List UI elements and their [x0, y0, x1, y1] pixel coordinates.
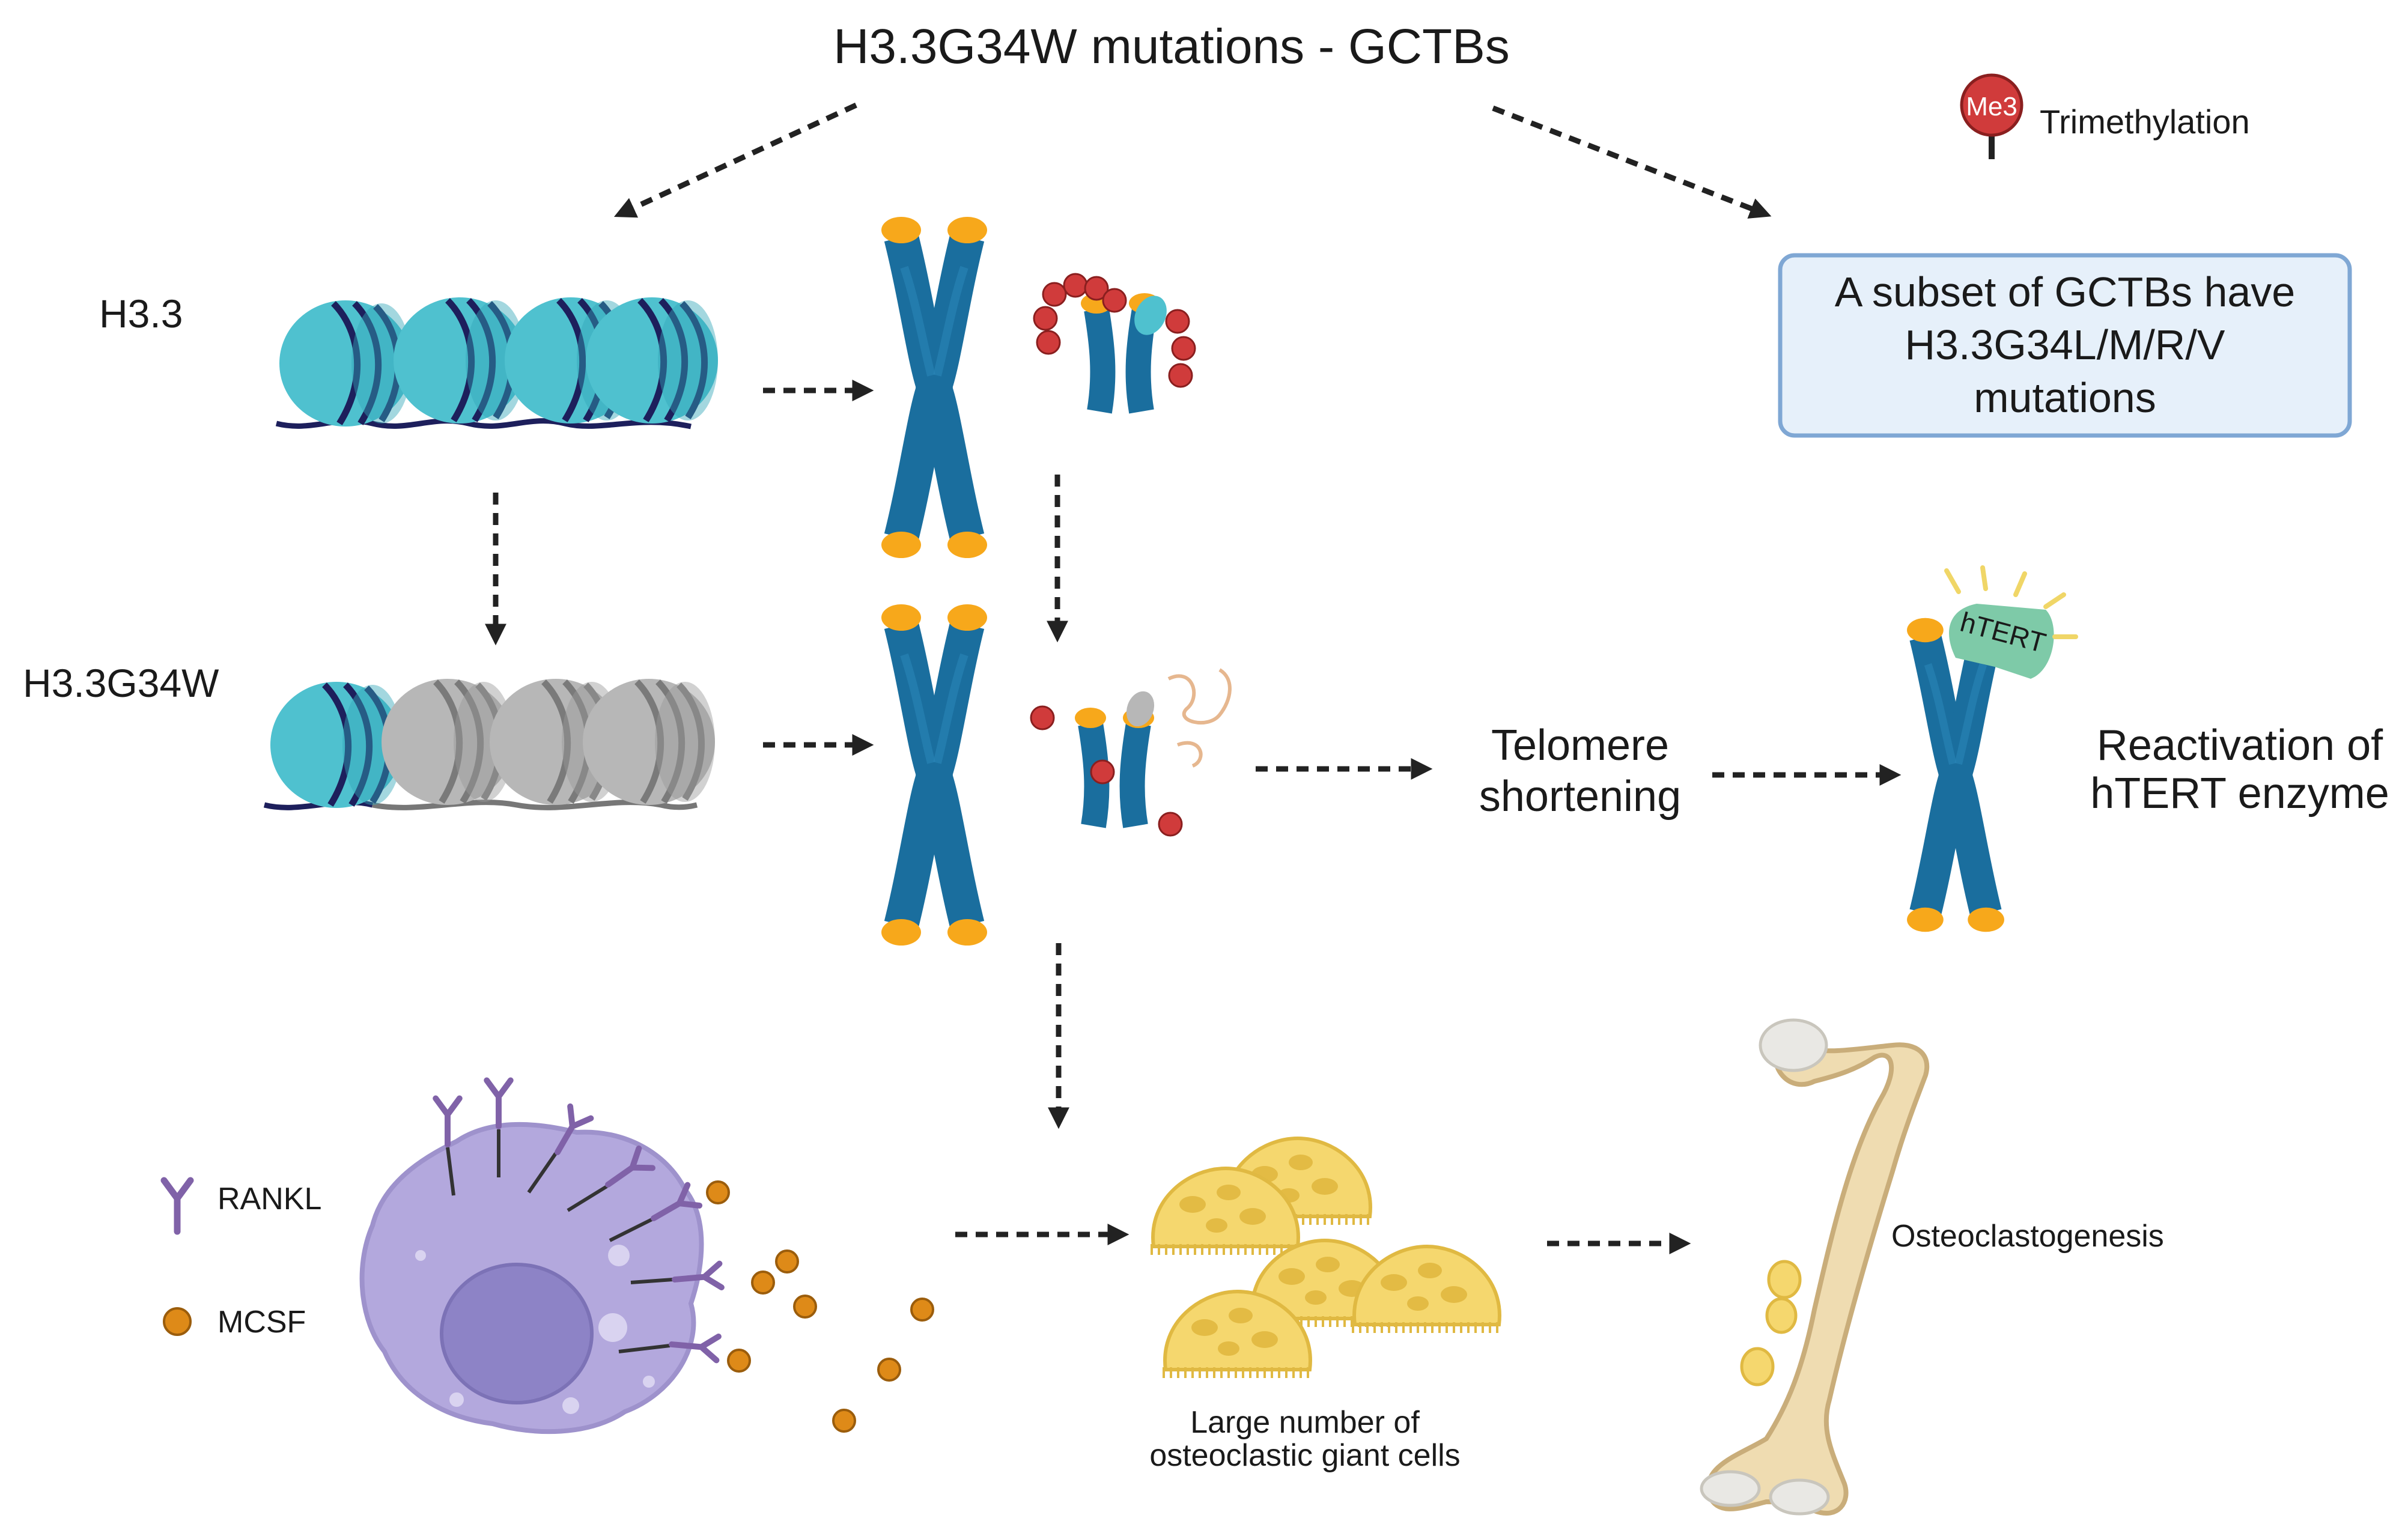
subset-line-3: mutations: [1974, 374, 2156, 421]
nucleosome-icon: [586, 297, 718, 424]
trimethylation-label: Trimethylation: [2040, 103, 2250, 141]
me3-icon: [1102, 288, 1127, 313]
arrow-title-to-subset: [1492, 105, 1772, 219]
nucleus: [440, 1263, 594, 1404]
htert-reactivation-label: Reactivation of hTERT enzyme: [2090, 721, 2389, 818]
svg-text:Reactivation of: Reactivation of: [2097, 721, 2383, 770]
me3-icon: [1033, 306, 1058, 331]
svg-text:osteoclastic giant cells: osteoclastic giant cells: [1149, 1438, 1460, 1473]
htert-chromosome-icon: hTERT: [1907, 565, 2078, 932]
bone-icon: [1700, 1018, 1930, 1516]
mcsf-legend: MCSF: [163, 1305, 306, 1340]
mcsf-icon: [163, 1307, 192, 1336]
mcsf-label: MCSF: [217, 1305, 306, 1340]
osteoclastogenesis-label: Osteoclastogenesis: [1891, 1219, 2164, 1254]
precursor-cell: [359, 1081, 722, 1434]
me3-icon: [1030, 705, 1055, 730]
giant-cells-label: Large number of osteoclastic giant cells: [1149, 1405, 1460, 1473]
me3-icon: [1168, 363, 1193, 388]
trimethylation-legend: Me3 Trimethylation: [1960, 73, 2250, 159]
telomere-shortening-label: Telomere shortening: [1479, 721, 1681, 821]
mcsf-particles: [706, 1180, 934, 1433]
svg-text:shortening: shortening: [1479, 773, 1681, 821]
h33-label: H3.3: [99, 291, 183, 336]
h33g34w-label: H3.3G34W: [23, 661, 219, 705]
me3-icon: Me3: [1960, 73, 2023, 137]
rankl-icon: [436, 1099, 460, 1145]
me3-icon: [1042, 282, 1067, 307]
subset-box: A subset of GCTBs have H3.3G34L/M/R/V mu…: [1778, 253, 2352, 438]
methylated-chromosome-arms: [1033, 273, 1196, 411]
subset-line-1: A subset of GCTBs have: [1835, 269, 2295, 315]
me3-icon: [1165, 309, 1190, 334]
rankl-icon: [164, 1180, 190, 1231]
rankl-legend: RANKL: [164, 1180, 321, 1231]
me3-icon: [1158, 812, 1183, 837]
svg-text:Large number of: Large number of: [1190, 1405, 1420, 1440]
giant-cells-cluster: [1151, 1138, 1502, 1373]
subset-line-2: H3.3G34L/M/R/V: [1905, 321, 2225, 368]
hypomethylated-chromosome-arms: [1030, 668, 1232, 837]
svg-text:Telomere: Telomere: [1491, 721, 1669, 770]
nucleosome-icon: [279, 300, 412, 427]
me3-badge-text: Me3: [1966, 92, 2017, 121]
diagram-title: H3.3G34W mutations - GCTBs: [833, 19, 1510, 74]
rankl-icon: [487, 1081, 511, 1127]
me3-icon: [1063, 273, 1088, 298]
arrow-title-to-h33: [613, 102, 857, 218]
me3-icon: [1090, 759, 1115, 785]
me3-icon: [1171, 336, 1196, 361]
chromosome-icon: [881, 604, 987, 946]
me3-icon: [1036, 330, 1061, 355]
rankl-label: RANKL: [217, 1182, 321, 1216]
h33g34w-nucleosome-array: [263, 679, 715, 808]
nucleosome-icon: [583, 679, 715, 805]
chromosome-icon: [881, 217, 987, 558]
h33-nucleosome-array: [275, 297, 718, 427]
svg-text:hTERT enzyme: hTERT enzyme: [2090, 770, 2389, 818]
